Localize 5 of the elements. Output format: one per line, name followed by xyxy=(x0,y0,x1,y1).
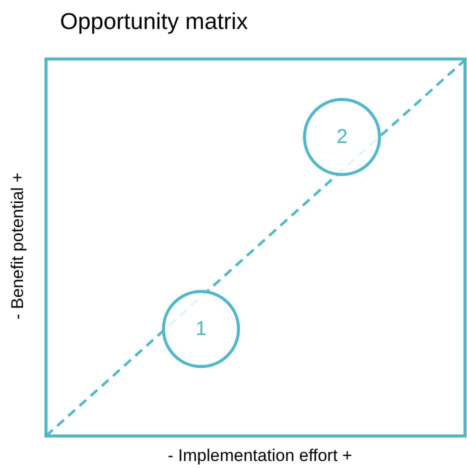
numbered-circle: 2 xyxy=(303,98,381,176)
x-axis-label: - Implementation effort + xyxy=(166,446,354,466)
numbered-circle: 1 xyxy=(162,290,240,368)
chart-title: Opportunity matrix xyxy=(60,8,248,35)
y-axis-label: - Benefit potential + xyxy=(8,172,28,322)
